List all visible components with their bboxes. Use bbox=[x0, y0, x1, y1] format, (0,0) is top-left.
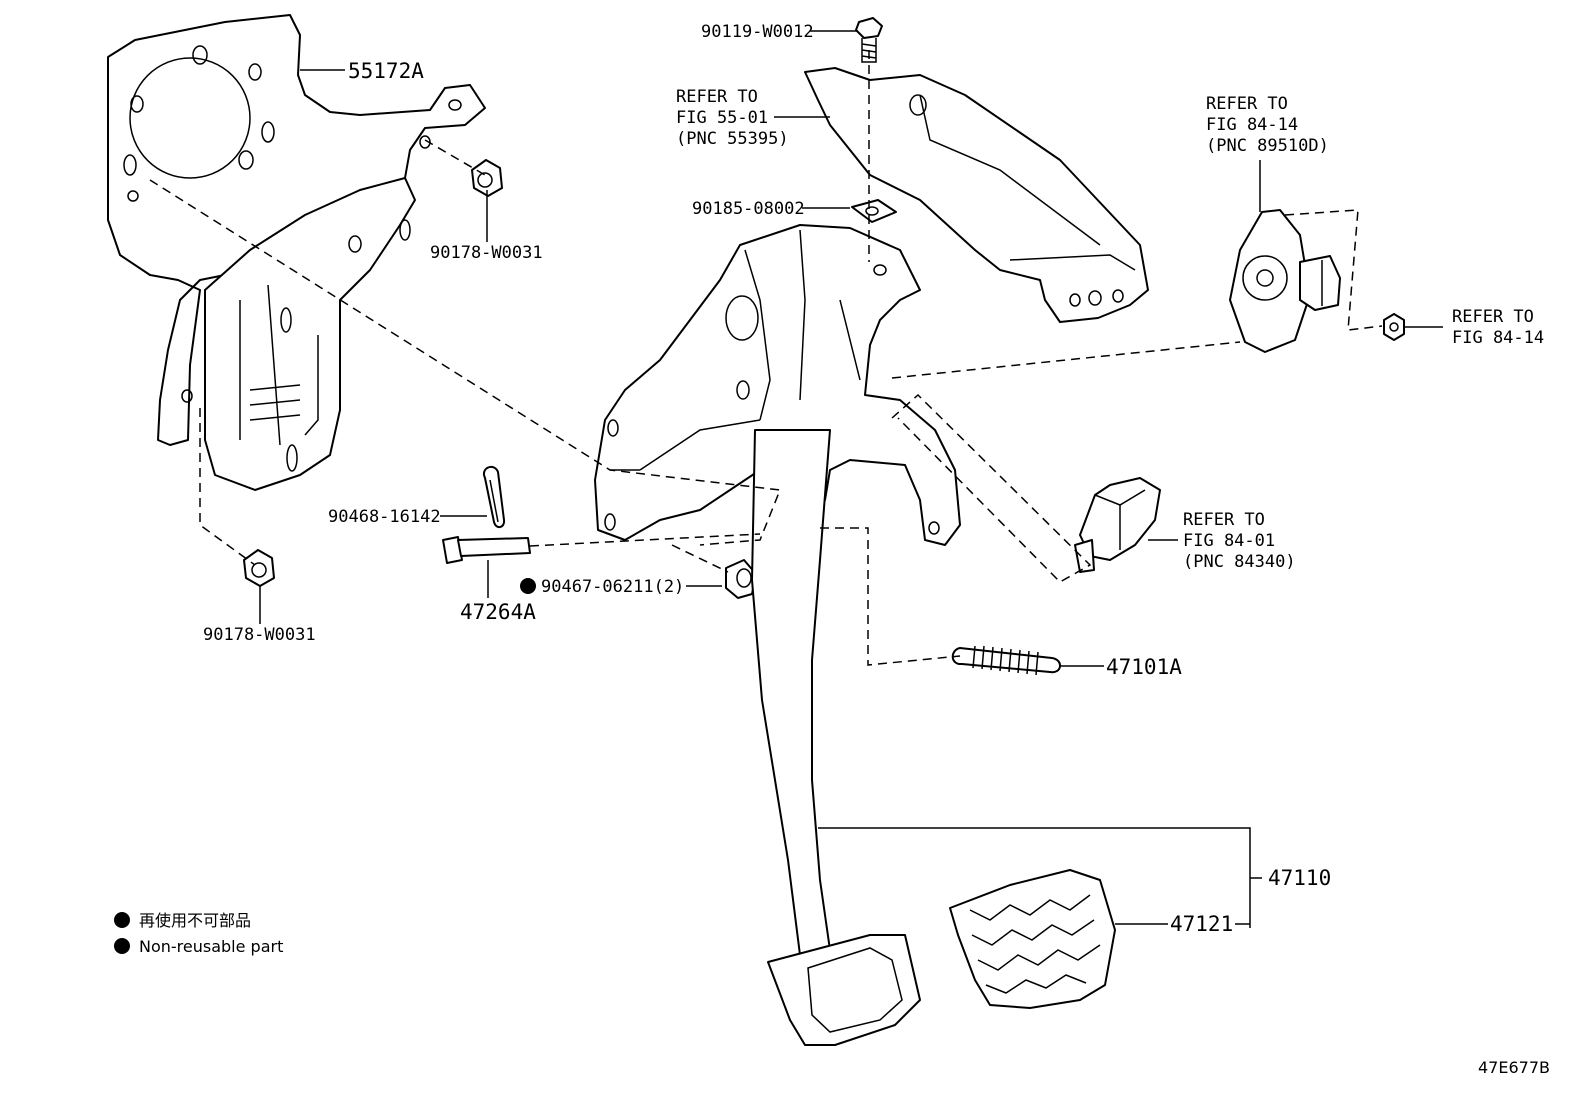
bushing-90467[interactable] bbox=[725, 559, 757, 599]
svg-text:(PNC 89510D): (PNC 89510D) bbox=[1206, 136, 1329, 156]
svg-text:REFER TO: REFER TO bbox=[1452, 307, 1534, 327]
bolt-90119[interactable] bbox=[855, 17, 883, 63]
sensor-nut bbox=[1383, 313, 1405, 341]
svg-text:FIG 84-14: FIG 84-14 bbox=[1452, 328, 1544, 348]
ref-fig-84-14-right: REFER TO FIG 84-14 bbox=[1452, 307, 1544, 348]
svg-text:REFER TO: REFER TO bbox=[1183, 510, 1265, 530]
svg-text:REFER TO: REFER TO bbox=[676, 87, 758, 107]
pin-47264a[interactable] bbox=[442, 536, 531, 564]
label-90468: 90468-16142 bbox=[328, 507, 441, 527]
ref-fig-55-01: REFER TO FIG 55-01 (PNC 55395) bbox=[676, 87, 789, 149]
svg-text:(PNC 84340): (PNC 84340) bbox=[1183, 552, 1296, 572]
nut-90178-top[interactable] bbox=[471, 159, 503, 197]
label-90119: 90119-W0012 bbox=[701, 22, 814, 42]
brake-pedal-arm-47110[interactable] bbox=[751, 429, 921, 1046]
label-90185: 90185-08002 bbox=[692, 199, 805, 219]
label-90467: 90467-06211(2) bbox=[541, 577, 684, 597]
pedal-position-sensor bbox=[1229, 209, 1341, 353]
non-reusable-mark bbox=[520, 578, 536, 594]
label-47121: 47121 bbox=[1170, 912, 1233, 936]
nut-90178-bottom[interactable] bbox=[243, 549, 275, 587]
svg-text:FIG 84-01: FIG 84-01 bbox=[1183, 531, 1275, 551]
label-90178-bottom: 90178-W0031 bbox=[203, 625, 316, 645]
svg-text:REFER TO: REFER TO bbox=[1206, 94, 1288, 114]
ref-fig-84-14-top: REFER TO FIG 84-14 (PNC 89510D) bbox=[1206, 94, 1329, 156]
return-spring-47101a[interactable] bbox=[951, 645, 1061, 676]
label-55172a: 55172A bbox=[348, 59, 424, 83]
leader-lines bbox=[259, 30, 1443, 928]
ref-fig-84-01: REFER TO FIG 84-01 (PNC 84340) bbox=[1183, 510, 1296, 572]
clip-90468[interactable] bbox=[482, 465, 506, 528]
nut-90185[interactable] bbox=[851, 199, 897, 223]
legend: 再使用不可部品 Non-reusable part bbox=[114, 911, 283, 956]
svg-text:FIG 55-01: FIG 55-01 bbox=[676, 108, 768, 128]
support-bracket-left bbox=[181, 177, 416, 491]
svg-text:(PNC 55395): (PNC 55395) bbox=[676, 129, 789, 149]
svg-text:FIG 84-14: FIG 84-14 bbox=[1206, 115, 1298, 135]
legend-text-en: Non-reusable part bbox=[139, 937, 283, 956]
legend-bullet-en bbox=[114, 938, 130, 954]
stop-lamp-switch bbox=[1074, 477, 1161, 573]
top-brace-bracket bbox=[804, 67, 1149, 323]
label-47110: 47110 bbox=[1268, 866, 1331, 890]
pedal-pad-47121[interactable] bbox=[949, 869, 1116, 1009]
diagram-code: 47E677B bbox=[1478, 1058, 1550, 1077]
label-90178-top: 90178-W0031 bbox=[430, 243, 543, 263]
assembly-lines bbox=[149, 50, 1383, 666]
label-47101a: 47101A bbox=[1106, 655, 1182, 679]
legend-text-jp: 再使用不可部品 bbox=[139, 911, 251, 930]
label-47264a: 47264A bbox=[460, 600, 536, 624]
legend-bullet-jp bbox=[114, 912, 130, 928]
pedal-support-bracket bbox=[594, 224, 961, 546]
